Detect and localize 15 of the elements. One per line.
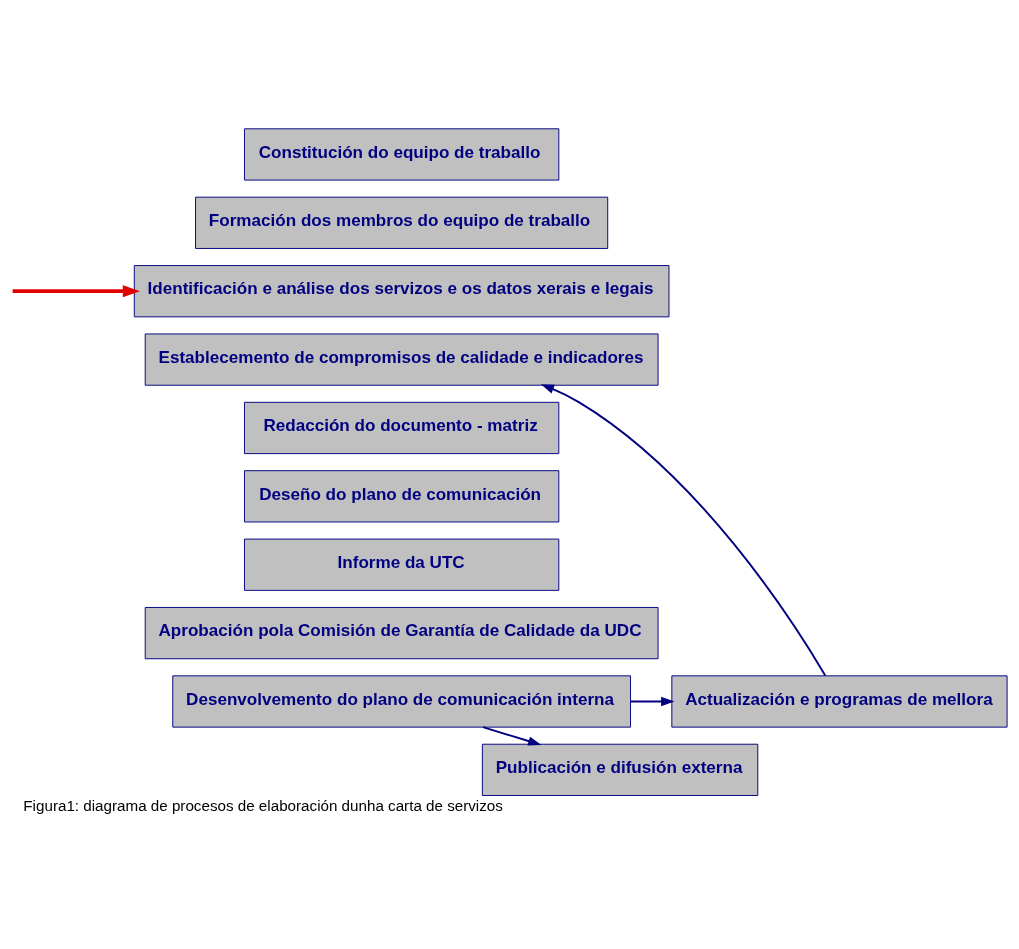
node-box: Constitución do equipo de traballo <box>244 128 560 181</box>
node-box: Publicación e difusión externa <box>481 743 759 796</box>
node-box: Aprobación pola Comisión de Garantía de Calidade da UDC <box>144 607 659 660</box>
caption: Figura1: diagrama de procesos de elaboración dunha carta de servizos <box>23 797 503 815</box>
arrow <box>540 384 827 677</box>
node-box: Deseño do plano de comunicación <box>244 470 560 523</box>
node-box: Establecemento de compromisos de calidade e indicadores <box>144 333 659 386</box>
node-box: Informe da UTC <box>244 538 560 591</box>
node-box: Formación dos membros do equipo de traballo <box>195 196 609 249</box>
arrow <box>629 696 675 707</box>
node-box: Identificación e análise dos servizos e os datos xerais e legais <box>133 265 670 318</box>
node-box: Redacción do documento - matriz <box>244 401 560 455</box>
node-box: Desenvolvemento do plano de comunicación interna <box>172 675 631 728</box>
node-box: Actualización e programas de mellora <box>671 675 1008 728</box>
arrow <box>12 285 140 298</box>
